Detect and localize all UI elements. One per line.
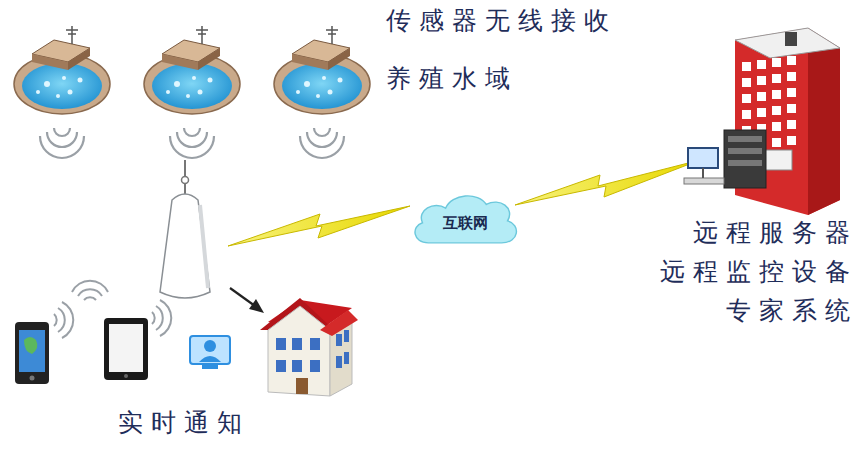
caption-label: 实时通知 xyxy=(118,408,250,438)
caption-label: 专家系统 xyxy=(726,296,858,326)
caption-label: 远程服务器 xyxy=(693,218,858,248)
caption-label: 传感器无线接收 xyxy=(386,6,617,36)
cloud-node: 互联网 xyxy=(407,188,523,252)
node-text: 互联网 xyxy=(443,214,488,233)
caption-label: 养殖水域 xyxy=(386,64,518,94)
caption-label: 远程监控设备 xyxy=(660,257,858,287)
